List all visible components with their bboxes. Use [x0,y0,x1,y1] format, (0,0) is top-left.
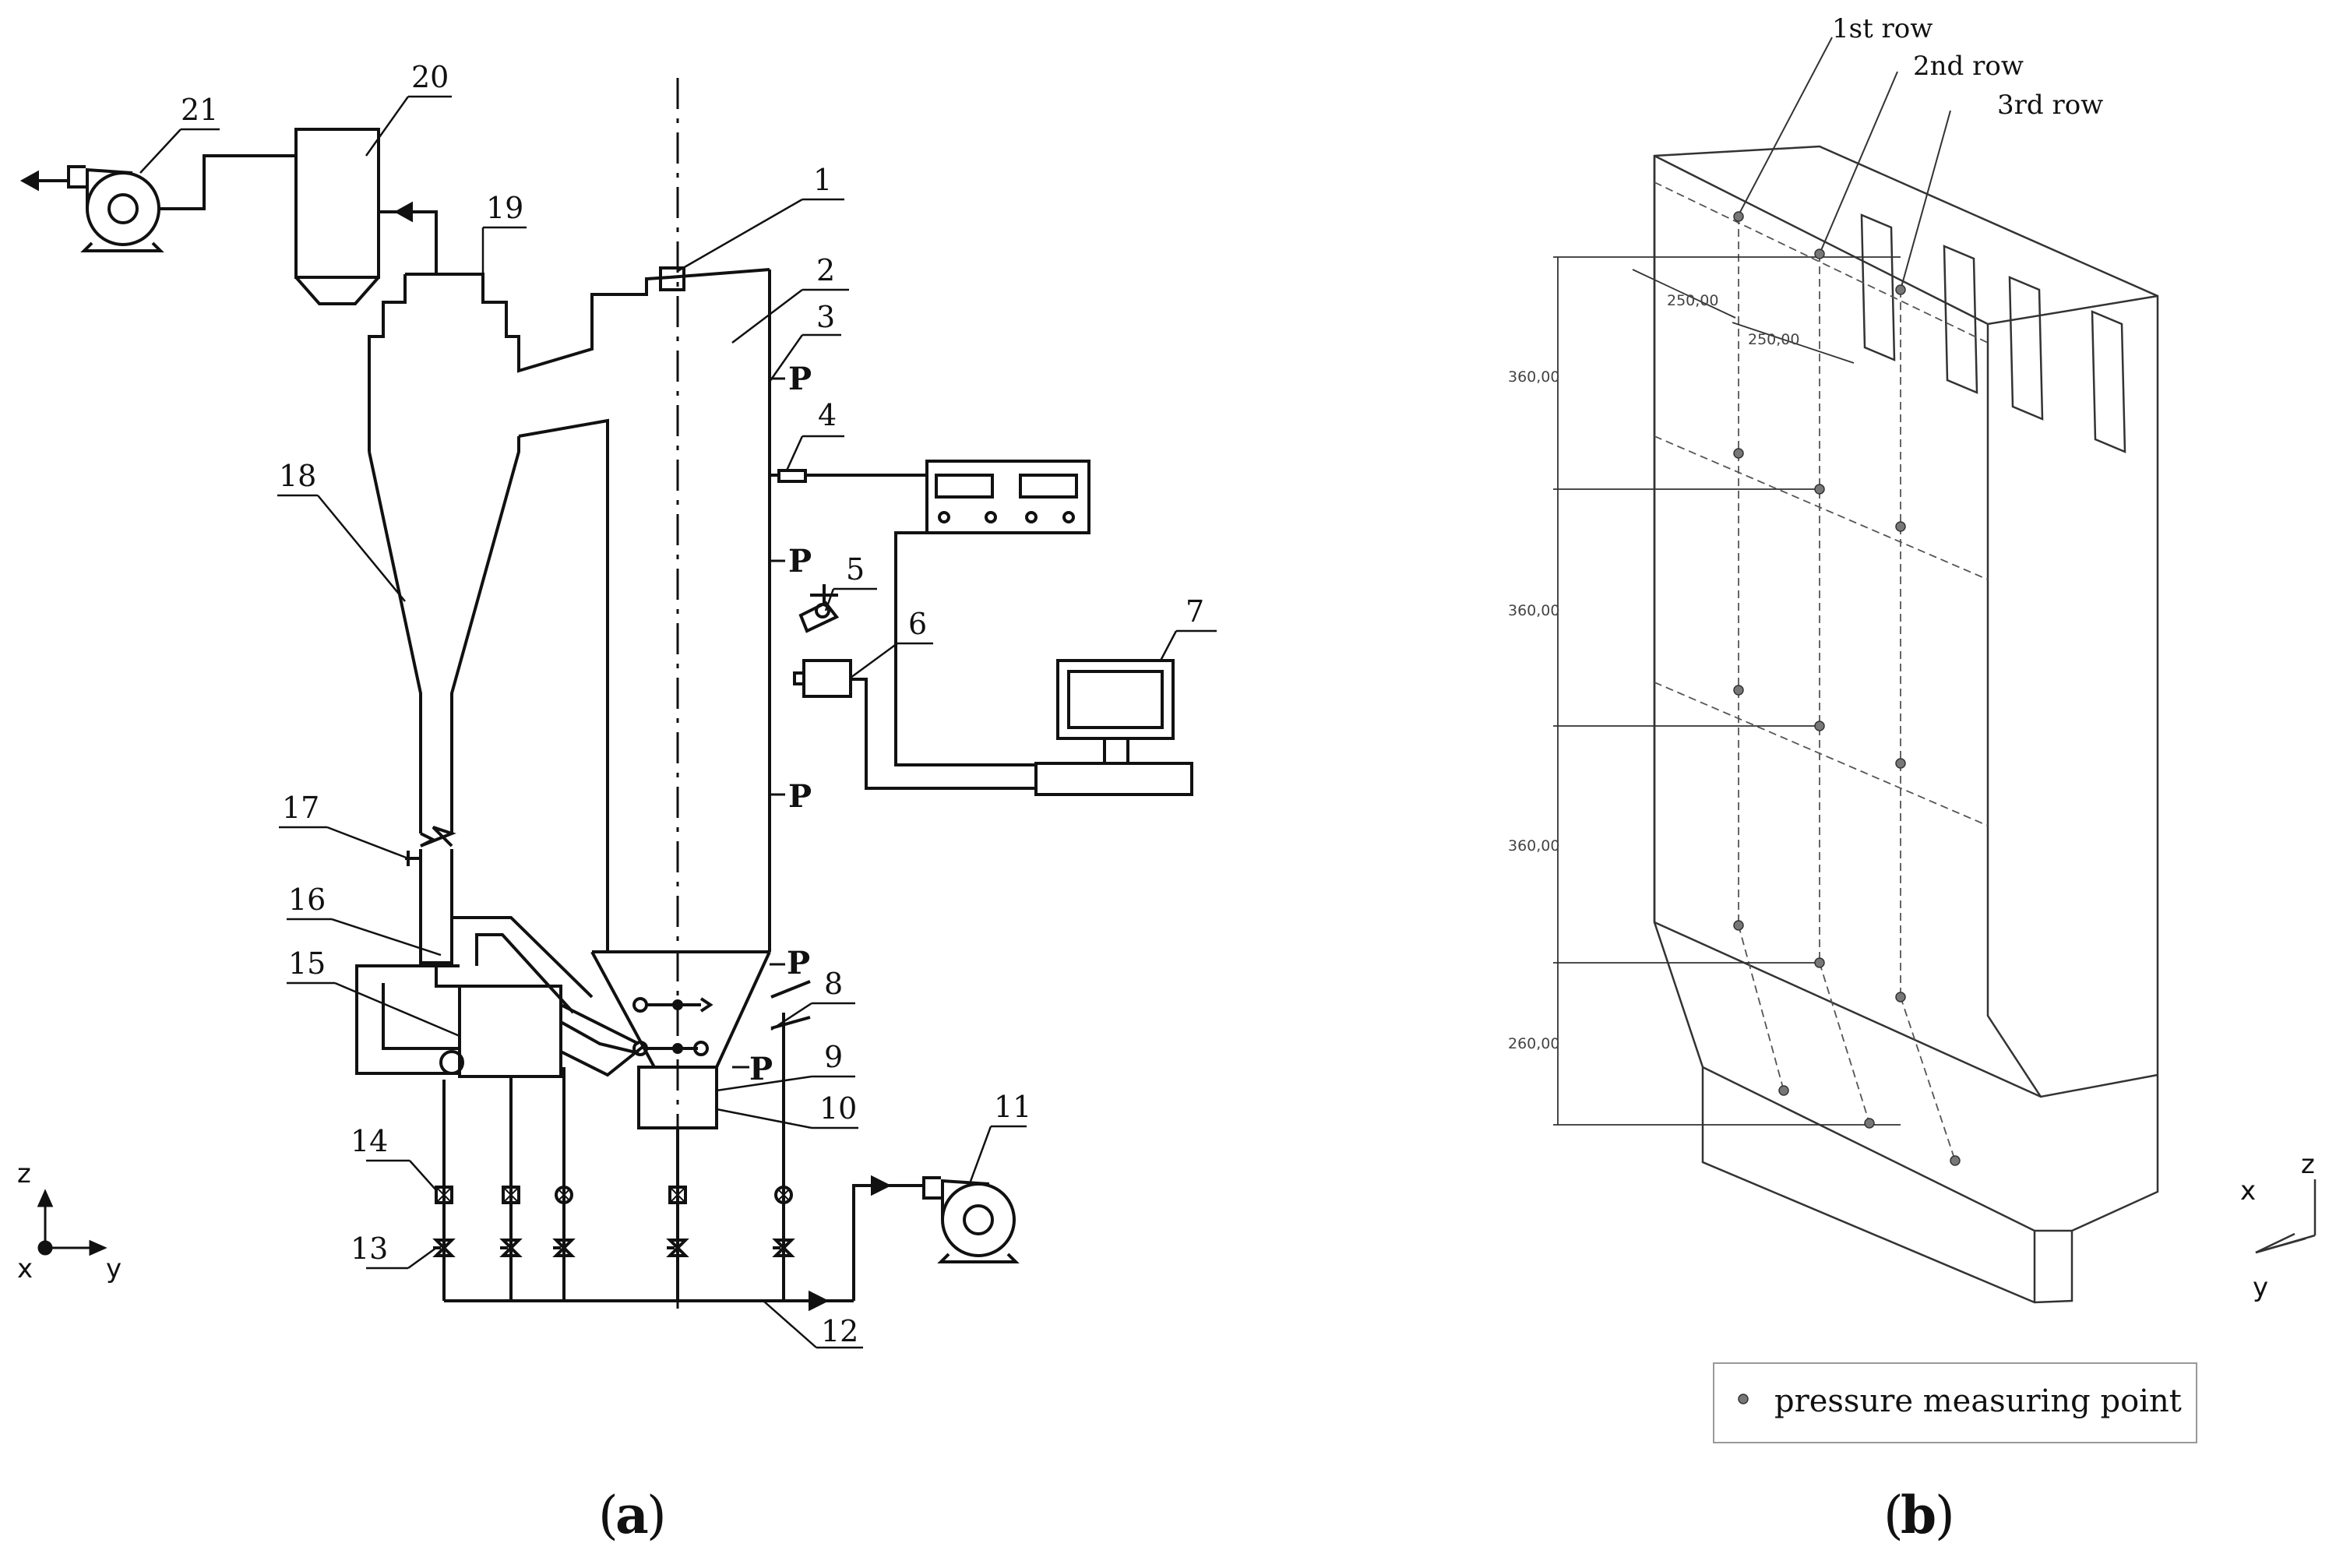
flowmeters-14 [435,1186,793,1204]
svg-text:): ) [1935,1485,1955,1545]
pressure-points [1733,211,1961,1404]
panel-b-3d-model [1553,37,2317,1443]
svg-text:(: ( [598,1485,618,1545]
label-8: 8 [824,967,843,1001]
computer-7 [1034,659,1193,796]
pressure-taps [732,377,785,1069]
valves-13 [432,1239,795,1257]
pressure-label-5: P [749,1051,773,1087]
axis-a-y: y [106,1253,122,1284]
axes-b [2255,1179,2317,1254]
pressure-label-4: P [787,945,810,981]
legend-label: pressure measuring point [1774,1383,2182,1419]
label-20: 20 [411,60,449,94]
dim-height-2: 360,00 [1508,602,1559,619]
label-10: 10 [819,1091,857,1126]
panel-a-labels: 1 2 3 4 5 6 7 8 9 10 11 12 13 14 15 16 1… [17,60,1204,1545]
axis-b-y: y [2253,1272,2268,1303]
label-5: 5 [846,552,865,587]
row-label-1: 1st row [1832,13,1933,44]
caption-b: ( b ) [1883,1485,1955,1545]
fan-11 [852,1175,1020,1301]
dim-width-2: 250,00 [1748,331,1799,348]
label-7: 7 [1186,594,1204,629]
pressure-label-1: P [788,361,812,397]
riser-column [590,78,927,1309]
dim-height-3: 360,00 [1508,837,1559,854]
controller-box-4 [894,460,1090,766]
cyclone-18 [368,273,671,964]
svg-text:): ) [647,1485,667,1545]
label-4: 4 [818,398,837,432]
leader-lines [139,95,1217,1349]
pressure-label-2: P [788,543,812,580]
label-19: 19 [486,191,523,225]
caption-a: ( a ) [598,1485,667,1545]
row-label-2: 2nd row [1913,51,2024,82]
dim-height-4: 260,00 [1508,1035,1559,1052]
label-9: 9 [824,1040,843,1074]
label-6: 6 [908,607,927,641]
dim-height-1: 360,00 [1508,368,1559,386]
label-3: 3 [816,300,835,334]
label-11: 11 [994,1090,1031,1124]
caption-b-letter: b [1901,1485,1936,1545]
label-17: 17 [282,791,319,825]
label-12: 12 [821,1314,858,1348]
axes-a [37,1189,107,1256]
filter-20 [294,128,438,305]
label-14: 14 [351,1124,388,1158]
axis-b-x: x [2240,1175,2256,1207]
dim-width-1: 250,00 [1667,292,1718,309]
panel-a-schematic [19,78,1217,1349]
label-18: 18 [279,459,316,493]
label-2: 2 [816,253,835,287]
label-15: 15 [288,946,326,981]
row-label-3: 3rd row [1997,90,2103,121]
air-supply-line-12 [442,1013,854,1312]
fan-21 [19,154,296,252]
label-21: 21 [181,93,218,127]
caption-a-letter: a [615,1485,649,1545]
panel-b-labels: 1st row 2nd row 3rd row 250,00 250,00 36… [1508,13,2315,1545]
pressure-label-3: P [788,778,812,815]
axis-a-z: z [17,1158,31,1189]
label-1: 1 [813,163,832,197]
camera-6 [793,584,1036,790]
label-13: 13 [351,1231,388,1266]
axis-a-x: x [17,1253,33,1284]
svg-text:(: ( [1883,1485,1904,1545]
axis-b-z: z [2301,1149,2315,1180]
label-16: 16 [288,883,326,917]
